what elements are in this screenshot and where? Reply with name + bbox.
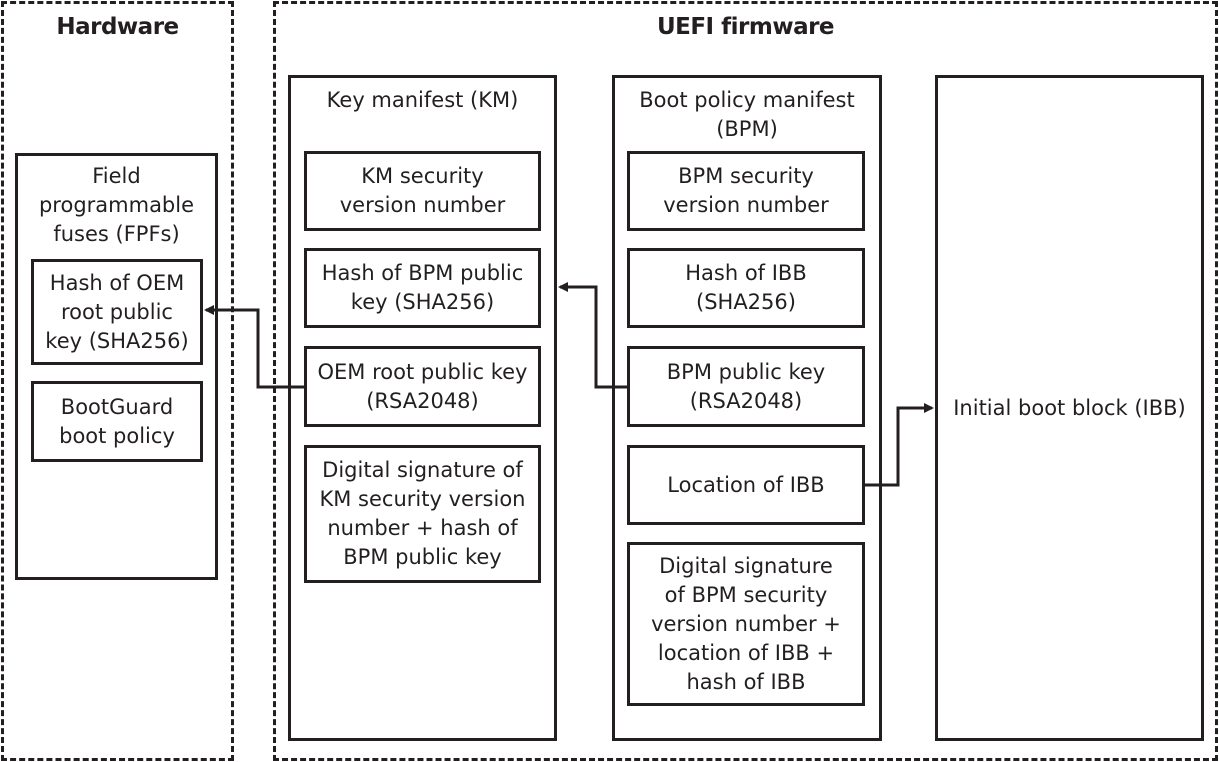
km-oem-root-public-key: OEM root public key (RSA2048): [304, 346, 541, 427]
key-manifest-label: Key manifest (KM): [326, 88, 519, 112]
boot-policy-manifest-label: Boot policy manifest (BPM): [639, 88, 855, 141]
bpm-security-version-number: BPM security version number: [627, 151, 865, 231]
bpm-digital-signature: Digital signature of BPM security versio…: [627, 542, 865, 706]
km-security-version-number: KM security version number: [304, 151, 541, 231]
fpf-label: Field programmable fuses (FPFs): [38, 164, 195, 246]
fpf-oem-root-key-hash: Hash of OEM root public key (SHA256): [31, 259, 203, 365]
initial-boot-block: Initial boot block (IBB): [935, 75, 1204, 741]
km-bpm-public-key-hash: Hash of BPM public key (SHA256): [304, 248, 541, 328]
bpm-ibb-location: Location of IBB: [627, 445, 865, 525]
fpf-container: Field programmable fuses (FPFs): [15, 153, 218, 580]
fpf-bootguard-boot-policy: BootGuard boot policy: [31, 381, 203, 462]
hardware-title: Hardware: [56, 14, 179, 40]
km-digital-signature: Digital signature of KM security version…: [304, 445, 541, 583]
bpm-public-key: BPM public key (RSA2048): [627, 346, 865, 427]
bpm-ibb-hash: Hash of IBB (SHA256): [627, 248, 865, 328]
uefi-firmware-title: UEFI firmware: [656, 14, 835, 40]
